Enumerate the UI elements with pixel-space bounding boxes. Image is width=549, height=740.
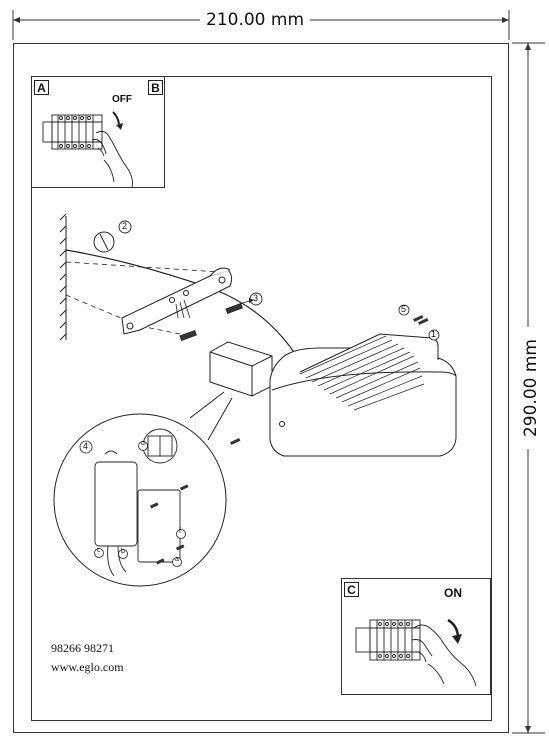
panel-a-label: A xyxy=(34,80,49,95)
screw-icon xyxy=(179,302,243,341)
step-c-label: c xyxy=(97,547,101,554)
step-d-label: d xyxy=(141,440,145,447)
rotate-arrow-icon xyxy=(112,111,123,130)
junction-box xyxy=(209,341,273,397)
step-4-number: 4 xyxy=(83,441,89,451)
mounting-bracket xyxy=(121,267,233,335)
panel-b-label: B xyxy=(148,80,163,95)
width-dimension-label: 210.00 mm xyxy=(200,10,311,30)
off-label: OFF xyxy=(112,94,132,105)
step-a-label: a xyxy=(175,556,179,563)
screw-icon xyxy=(149,484,189,565)
screw-icon xyxy=(413,314,429,325)
hand-icon xyxy=(91,130,133,188)
detail-bubble-content xyxy=(94,428,181,577)
on-label: ON xyxy=(444,586,462,600)
page-border xyxy=(13,43,509,733)
wall xyxy=(59,213,67,341)
step-5-number: 5 xyxy=(401,304,407,314)
detail-circle-2 xyxy=(93,231,115,253)
panel-c-label: C xyxy=(344,582,359,597)
step-b-label: b xyxy=(121,548,125,555)
rotate-arrow-icon xyxy=(447,618,462,644)
panel-c xyxy=(341,578,491,695)
wall-lamp-icon xyxy=(269,333,457,457)
step-3-number: 3 xyxy=(253,293,259,303)
hand-icon xyxy=(411,624,477,687)
instruction-frame xyxy=(31,76,492,721)
step-f-label: f xyxy=(179,528,181,535)
terminal-block-icon xyxy=(42,114,103,150)
screw-icon xyxy=(230,437,241,445)
model-numbers: 98266 98271 xyxy=(51,641,114,655)
step-1-number: 1 xyxy=(431,329,437,339)
step-2-number: 2 xyxy=(122,221,128,231)
power-cable xyxy=(65,249,307,373)
website-link[interactable]: www.eglo.com xyxy=(51,660,124,674)
wire-ends xyxy=(175,299,191,319)
